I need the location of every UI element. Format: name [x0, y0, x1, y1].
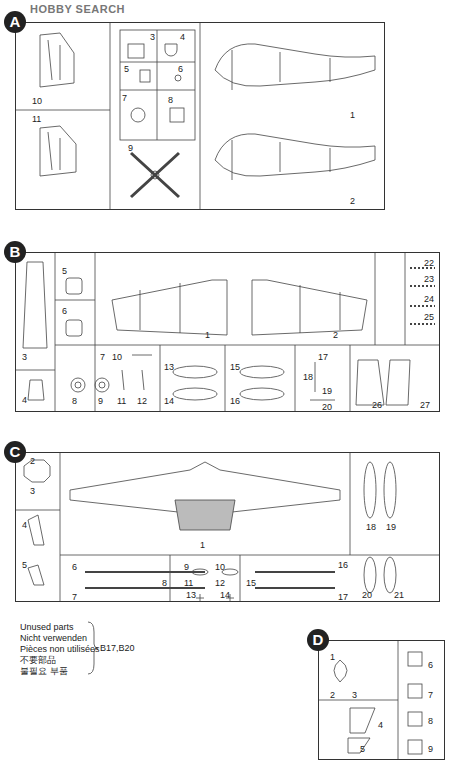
part-number: 11: [117, 396, 126, 406]
sprue-frame: D: [318, 640, 445, 760]
part-number: 15: [246, 578, 256, 588]
part-number: 22: [424, 258, 434, 268]
part-number: 26: [372, 400, 382, 410]
part-number: 13: [164, 362, 174, 372]
part-number: 3: [30, 486, 35, 496]
note-text: 不要部品: [20, 655, 56, 665]
part-number: 3: [150, 32, 155, 42]
sprue-letter: B: [4, 241, 26, 263]
part-number: 11: [184, 578, 193, 588]
part-number: 5: [22, 560, 27, 570]
part-number: 17: [318, 352, 328, 362]
part-number: 16: [230, 396, 240, 406]
part-number: 14: [164, 396, 174, 406]
part-number: 9: [98, 396, 103, 406]
part-number: 4: [22, 520, 27, 530]
part-number: 1: [350, 110, 355, 120]
part-number: 12: [137, 396, 147, 406]
part-number: 18: [303, 372, 313, 382]
part-number: 5: [62, 266, 67, 276]
part-number: 6: [62, 306, 67, 316]
part-number: 23: [424, 274, 434, 284]
part-number: 19: [386, 522, 396, 532]
sprue-frame: C: [15, 452, 440, 602]
part-number: 10: [215, 562, 225, 572]
part-number: 20: [362, 590, 372, 600]
note-text: 불필요 부품: [20, 666, 68, 676]
part-number: 9: [184, 562, 189, 572]
note-text: Pièces non utilisées: [20, 644, 100, 654]
part-number: 2: [350, 196, 355, 206]
part-number: 17: [338, 592, 348, 602]
part-number: 3: [22, 352, 27, 362]
part-number: 1: [205, 330, 210, 340]
part-number: 6: [178, 64, 183, 74]
part-number: 7: [122, 93, 127, 103]
part-number: 6: [72, 562, 77, 572]
part-number: 9: [428, 744, 433, 754]
part-number: 5: [124, 64, 129, 74]
part-number: 5: [360, 744, 365, 754]
part-number: 15: [230, 362, 240, 372]
part-number: 9: [128, 143, 133, 153]
part-number: 21: [394, 590, 404, 600]
part-number: 4: [378, 720, 383, 730]
part-number: 2: [333, 330, 338, 340]
part-number: 8: [168, 95, 173, 105]
part-number: 7: [100, 352, 105, 362]
part-number: 8: [428, 716, 433, 726]
part-number: 1: [330, 652, 335, 662]
part-number: 12: [215, 578, 225, 588]
note-text: Unused parts: [20, 622, 74, 632]
sprue-frame: A: [15, 22, 385, 210]
part-number: 7: [72, 592, 77, 602]
part-number: 7: [428, 690, 433, 700]
note-text: Nicht verwenden: [20, 633, 87, 643]
note-text: B17,B20: [100, 643, 135, 653]
part-number: 19: [322, 386, 332, 396]
part-number: 25: [424, 312, 434, 322]
part-number: 14: [220, 590, 230, 600]
part-number: 4: [180, 32, 185, 42]
sprue-letter: C: [4, 441, 26, 463]
part-number: 20: [322, 402, 332, 412]
sprue-letter: D: [307, 629, 329, 651]
part-number: 4: [22, 395, 27, 405]
part-number: 27: [420, 400, 430, 410]
part-number: 10: [32, 96, 42, 106]
part-number: 24: [424, 294, 434, 304]
part-number: 13: [186, 590, 196, 600]
part-number: 6: [428, 660, 433, 670]
part-number: 8: [162, 578, 167, 588]
sprue-frame: B: [15, 252, 440, 412]
part-number: 1: [200, 540, 205, 550]
part-number: 18: [366, 522, 376, 532]
part-number: 2: [330, 690, 335, 700]
part-number: 8: [72, 396, 77, 406]
sprue-letter: A: [4, 11, 26, 33]
part-number: 3: [352, 690, 357, 700]
part-number: 2: [30, 456, 35, 466]
part-number: 10: [112, 352, 122, 362]
part-number: 11: [32, 114, 41, 124]
part-number: 16: [338, 560, 348, 570]
watermark: HOBBY SEARCH: [30, 4, 125, 14]
